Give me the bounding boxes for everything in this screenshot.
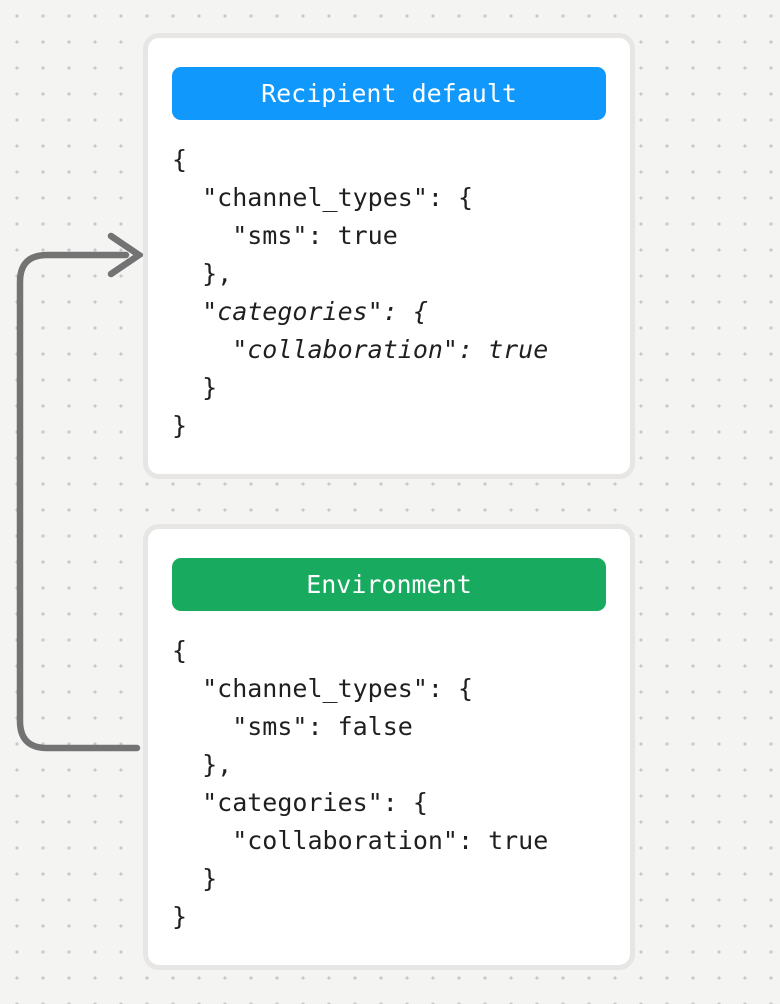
code-line: } [172, 373, 218, 402]
arrow-head-icon [107, 232, 145, 278]
code-line: "channel_types": { [172, 183, 474, 212]
code-line: } [172, 902, 188, 931]
code-line: } [172, 411, 188, 440]
recipient-default-title-badge: Recipient default [172, 67, 606, 120]
code-line: "categories": { [172, 788, 428, 817]
code-line: }, [172, 259, 233, 288]
code-line: "sms": false [172, 712, 413, 741]
code-line: } [172, 864, 218, 893]
code-line: "collaboration": true [172, 826, 549, 855]
code-line: { [172, 636, 188, 665]
code-line: "channel_types": { [172, 674, 474, 703]
code-line: }, [172, 750, 233, 779]
code-line: "sms": true [172, 221, 398, 250]
arrow-line [16, 251, 141, 752]
code-line: { [172, 145, 188, 174]
environment-card: Environment { "channel_types": { "sms": … [143, 524, 635, 970]
recipient-default-card: Recipient default { "channel_types": { "… [143, 33, 635, 479]
recipient-default-code-block: { "channel_types": { "sms": true }, "cat… [172, 141, 630, 445]
code-line: "categories": { [172, 297, 428, 326]
environment-code-block: { "channel_types": { "sms": false }, "ca… [172, 632, 630, 936]
code-line: "collaboration": true [172, 335, 549, 364]
environment-title-badge: Environment [172, 558, 606, 611]
